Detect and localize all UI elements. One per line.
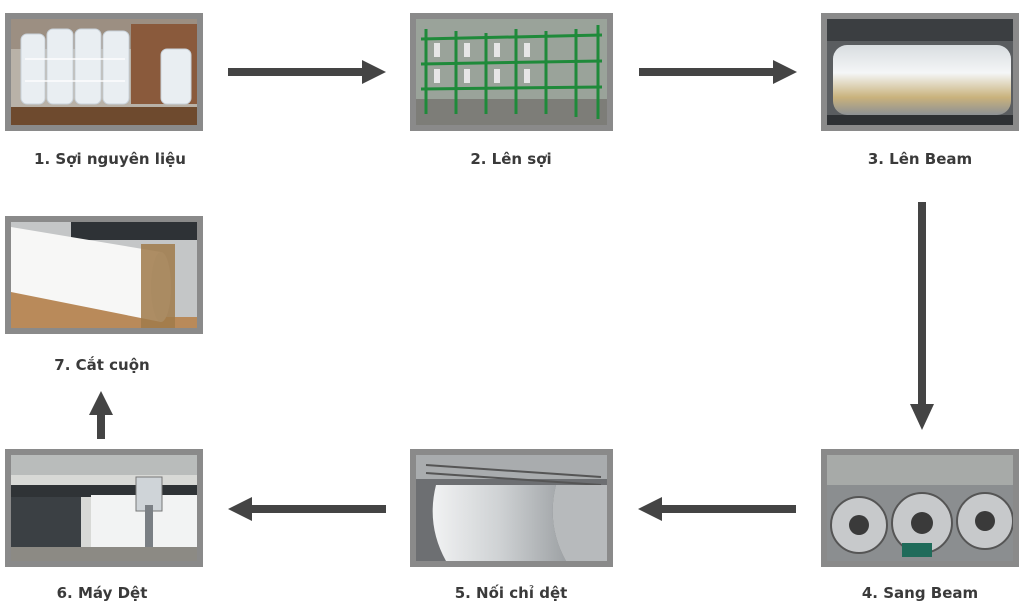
arrow-1-to-2 bbox=[228, 60, 386, 84]
arrow-5-to-6 bbox=[228, 497, 386, 521]
step-1-label: 1. Sợi nguyên liệu bbox=[34, 150, 186, 168]
step-4-label: 4. Sang Beam bbox=[861, 584, 979, 602]
arrow-3-to-4 bbox=[910, 202, 934, 430]
step-3-photo bbox=[821, 13, 1019, 131]
step-1-photo bbox=[5, 13, 203, 131]
step-5-photo bbox=[410, 449, 613, 567]
step-7-photo bbox=[5, 216, 203, 334]
arrow-2-to-3 bbox=[639, 60, 797, 84]
step-7-label: 7. Cắt cuộn bbox=[54, 356, 150, 374]
step-5-label: 5. Nối chỉ dệt bbox=[454, 584, 568, 602]
arrow-6-to-7 bbox=[89, 391, 113, 439]
step-2-photo bbox=[410, 13, 613, 131]
step-6-photo bbox=[5, 449, 203, 567]
arrow-4-to-5 bbox=[638, 497, 796, 521]
step-2-label: 2. Lên sợi bbox=[470, 150, 552, 168]
step-3-label: 3. Lên Beam bbox=[867, 150, 973, 168]
step-4-photo bbox=[821, 449, 1019, 567]
step-6-label: 6. Máy Dệt bbox=[56, 584, 148, 602]
